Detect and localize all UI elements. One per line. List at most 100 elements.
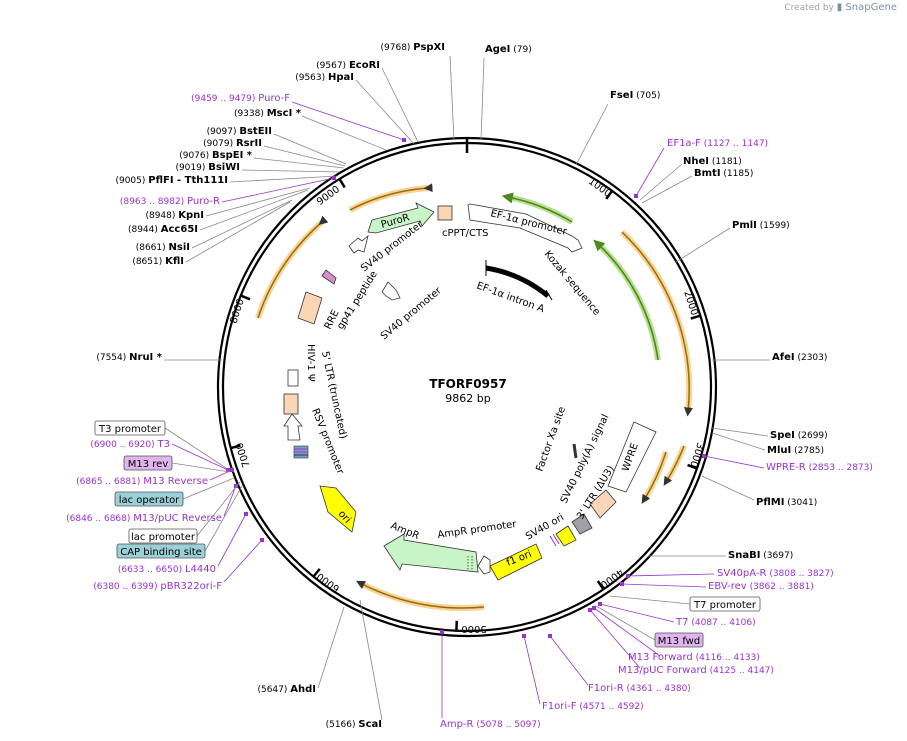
factor-xa-label: Factor Xa site — [534, 405, 568, 473]
enzyme-label: NheI (1181) — [683, 156, 742, 167]
enzyme-label: (9338) MscI * — [234, 108, 302, 119]
orf-arc-5 — [641, 451, 669, 502]
tick-label: 1000 — [586, 176, 613, 200]
enzyme-label: (5166) ScaI — [326, 719, 382, 730]
factor-xa-mark — [572, 443, 578, 459]
gp41-arrow — [321, 269, 337, 285]
primer-leader — [593, 607, 661, 657]
brand-name: SnapGene — [845, 2, 897, 13]
feature-box-lac_promoter — [128, 528, 198, 544]
enzyme-leader — [241, 169, 341, 173]
enzyme-leader — [253, 157, 345, 169]
feature-box-label: CAP binding site — [120, 547, 202, 558]
box-leader — [196, 481, 241, 537]
primer-label: T7 (4087 .. 4106) — [675, 617, 756, 628]
tick-mark — [690, 314, 701, 320]
enzyme-leader — [575, 103, 609, 166]
box-leader — [204, 485, 243, 552]
primer-label: (6380 .. 6399) pBR322ori-F — [93, 581, 222, 592]
primer-site — [626, 574, 630, 578]
feature-box-label: M13 rev — [128, 459, 169, 470]
orf-arc-1 — [348, 185, 429, 213]
primer-site — [332, 176, 336, 180]
primer-leader — [549, 635, 589, 686]
tick-label: 7000 — [234, 441, 252, 469]
sv40-promoter-1-arrow — [348, 234, 369, 254]
primer-site — [588, 608, 592, 612]
enzyme-label: AgeI (79) — [485, 44, 532, 55]
wpre-box — [607, 421, 657, 493]
tick-mark — [312, 568, 321, 578]
primer-label: WPRE-R (2853 .. 2873) — [766, 462, 873, 473]
primer-label: (6865 .. 6881) M13 Reverse — [76, 476, 208, 487]
primer-label: (6846 .. 6868) M13/pUC Reverse — [66, 513, 222, 524]
feature-box-lac_operator — [114, 491, 184, 507]
primer-leader — [621, 583, 707, 588]
enzyme-label: AfeI (2303) — [772, 352, 827, 363]
enzyme-leader — [675, 227, 731, 263]
ef1a-intron-arc — [485, 265, 550, 298]
leader-lines — [164, 55, 770, 721]
orf-arcs — [255, 183, 693, 612]
enzyme-leader — [480, 57, 485, 141]
primer-site — [634, 194, 638, 198]
feature-box-label: lac promoter — [131, 532, 196, 543]
primer-leader — [171, 443, 229, 471]
box-leader — [164, 427, 227, 469]
tick-mark — [240, 294, 251, 301]
enzyme-label: (8661) NsiI — [136, 242, 190, 253]
primer-leader — [627, 573, 715, 577]
primer-site — [234, 484, 238, 488]
enzyme-label: (9079) RsrII — [203, 138, 262, 149]
feature-box-label: T7 promoter — [693, 600, 757, 611]
primer-label: (6633 .. 6650) L4440 — [118, 564, 216, 575]
tick-label: 5000 — [461, 623, 486, 634]
feature-shapes — [283, 202, 657, 581]
enzyme-leader — [355, 79, 415, 145]
sv40-promoter-2-arrow — [381, 281, 401, 301]
enzyme-label: SpeI (2699) — [770, 430, 828, 441]
primer-leader — [291, 101, 405, 141]
primer-site — [260, 538, 264, 542]
enzyme-label: (9076) BspEI * — [179, 150, 253, 161]
ampr-arrow — [383, 533, 479, 573]
rre-box — [297, 291, 323, 325]
enzyme-label: (9005) PflFI - Tth111I — [115, 175, 228, 186]
primer-label: SV40pA-R (3808 .. 3827) — [717, 568, 834, 579]
primer-leader — [703, 455, 765, 469]
sv40-ori-box — [555, 525, 577, 547]
primer-label: M13/pUC Forward (4125 .. 4147) — [618, 665, 774, 676]
tick-label: 6000 — [315, 570, 342, 594]
primer-site — [548, 634, 552, 638]
primer-label: (9459 .. 9479) Puro-F — [191, 93, 290, 104]
primer-leader — [223, 539, 263, 583]
primer-site — [244, 512, 248, 516]
enzyme-leader — [317, 606, 345, 689]
enzyme-leader — [301, 115, 387, 151]
tick-mark — [338, 178, 346, 189]
kozak-label: Kozak sequence — [542, 249, 602, 318]
primer-leader — [523, 635, 541, 705]
enzyme-leader — [359, 599, 383, 721]
site-labels: AgeI (79)FseI (705)NheI (1181)BmtI (1185… — [66, 42, 873, 730]
enzyme-leader — [381, 67, 419, 143]
enzyme-label: (9019) BsiWI — [175, 162, 240, 173]
f1-ori-arrow — [489, 543, 543, 581]
enzyme-label: PflMI (3041) — [756, 497, 817, 508]
tick-mark — [687, 463, 698, 470]
ltr3-box — [589, 489, 617, 519]
enzyme-label: (7554) NruI * — [96, 352, 162, 363]
created-by-credit: Created by ▮ SnapGene — [784, 2, 897, 13]
ampr-promoter-arrow — [477, 555, 491, 575]
tick-mark — [230, 444, 241, 450]
feature-box-cap_site — [116, 543, 206, 559]
box-leader — [182, 477, 235, 500]
grey-box — [571, 513, 593, 535]
enzyme-leader — [449, 55, 455, 141]
puror-arrow — [367, 202, 435, 234]
primer-site — [522, 634, 526, 638]
primer-label: (8963 .. 8982) Puro-R — [120, 196, 220, 207]
box-leader — [171, 462, 231, 473]
enzyme-label: (9097) BstEII — [207, 126, 272, 137]
